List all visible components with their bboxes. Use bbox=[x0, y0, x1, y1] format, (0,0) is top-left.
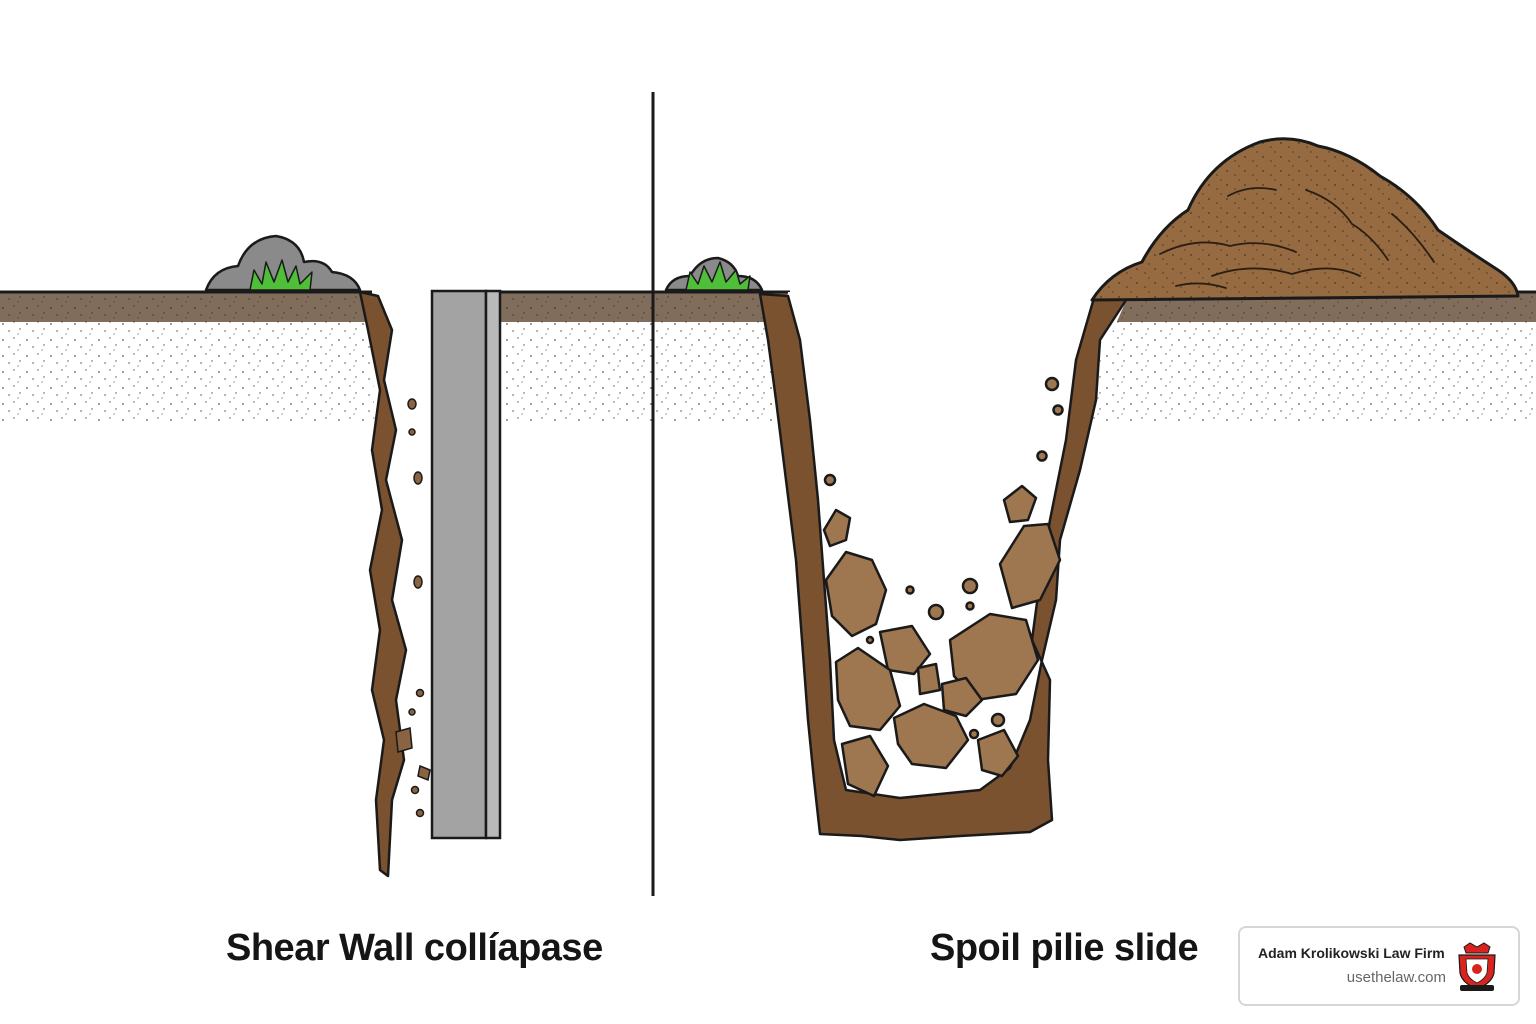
grass-icon bbox=[685, 261, 751, 291]
rock-chip bbox=[905, 585, 915, 595]
rock-cluster-left bbox=[204, 234, 362, 292]
collapsed-wall-face bbox=[358, 290, 408, 878]
rock-chip bbox=[965, 601, 975, 611]
shear-wall-caption: Shear Wall collíapase bbox=[226, 927, 603, 969]
rock-chip bbox=[1044, 376, 1060, 392]
spoil-pile-cracks bbox=[1159, 187, 1435, 289]
rock bbox=[916, 662, 942, 696]
rock-chip bbox=[823, 473, 837, 487]
rock-chip bbox=[927, 603, 945, 621]
shoring-edge bbox=[484, 289, 502, 840]
rock bbox=[1002, 484, 1038, 524]
rock bbox=[976, 728, 1020, 778]
brand-name: Adam Krolikowski Law Firm bbox=[1258, 945, 1445, 961]
ground bbox=[0, 290, 1536, 932]
rock-chip bbox=[1036, 450, 1048, 462]
grass-icon bbox=[249, 259, 313, 291]
rock bbox=[878, 624, 932, 676]
spoil-pile-caption: Spoil pilie slide bbox=[930, 927, 1199, 969]
rock-chip bbox=[865, 635, 875, 645]
shoring-plate bbox=[430, 289, 488, 840]
shoring-panel bbox=[430, 289, 502, 840]
rock bbox=[998, 522, 1062, 610]
rock bbox=[840, 734, 890, 798]
brand-url[interactable]: usethelaw.com bbox=[1346, 969, 1446, 986]
spoil-slide-trench bbox=[758, 137, 1520, 842]
rock bbox=[892, 702, 970, 770]
rock bbox=[834, 646, 902, 732]
law-firm-crest-icon bbox=[1458, 942, 1496, 991]
rock bbox=[822, 508, 852, 548]
rock bbox=[940, 676, 984, 718]
rock-chip bbox=[968, 728, 980, 740]
collapsed-rocks bbox=[822, 376, 1064, 798]
rock-chip bbox=[961, 577, 979, 595]
shear-wall-trench bbox=[358, 289, 502, 878]
spoil-pile bbox=[1090, 137, 1520, 302]
spoil-pile-texture bbox=[1092, 138, 1518, 300]
rock bbox=[824, 550, 888, 638]
brand-card[interactable]: Adam Krolikowski Law Firm usethelaw.com bbox=[1238, 926, 1520, 1006]
rock-chip bbox=[1052, 404, 1064, 416]
trench-walls bbox=[758, 292, 1132, 842]
rock-chip bbox=[990, 712, 1006, 728]
falling-soil-bits bbox=[395, 398, 431, 818]
rock-cluster-right bbox=[664, 256, 764, 292]
